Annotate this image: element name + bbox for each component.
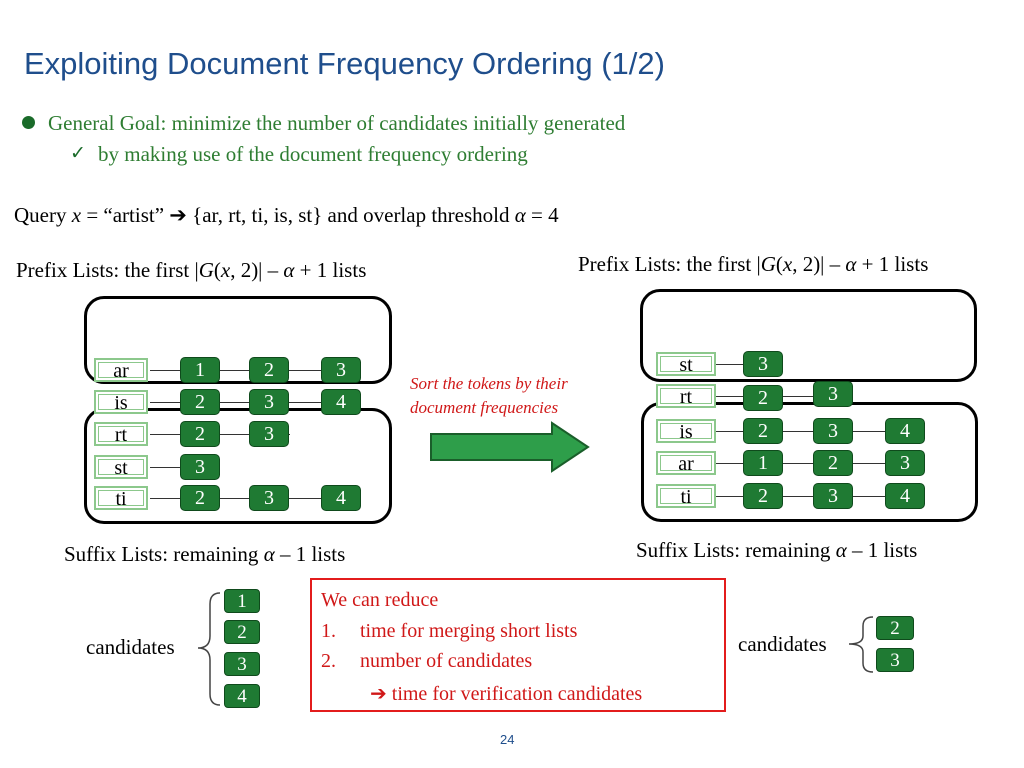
right-list-line [716,496,906,497]
left-suffix-box [84,408,392,524]
prefix-caption-right: Prefix Lists: the first |G(x, 2)| – α + … [578,252,929,276]
doc-id-node: 1 [180,357,220,383]
suffix-caption-left: Suffix Lists: remaining α – 1 lists [64,542,346,566]
token-st: st [94,455,148,479]
candidate-node: 4 [224,684,260,708]
doc-id-node: 2 [743,418,783,444]
reduce-box: We can reduce 1. time for merging short … [310,578,726,712]
doc-id-node: 3 [249,485,289,511]
sort-arrow-icon [430,421,590,473]
doc-id-node: 2 [743,385,783,411]
reduce-item-num: 1. [321,620,336,642]
reduce-item: time for merging short lists [360,620,578,642]
token-ti: ti [94,486,148,510]
doc-id-node: 3 [813,483,853,509]
page-number: 24 [500,732,515,747]
right-suffix-box [641,402,978,522]
doc-id-node: 3 [180,454,220,480]
slide-title: Exploiting Document Frequency Ordering (… [24,46,665,81]
token-rt: rt [94,422,148,446]
checkmark-icon: ✓ [70,143,86,164]
doc-id-node: 2 [249,357,289,383]
left-list-line [150,434,290,435]
doc-id-node: 4 [321,485,361,511]
candidates-label-left: candidates [86,635,175,659]
token-st: st [656,352,716,376]
doc-id-node: 2 [180,389,220,415]
reduce-heading: We can reduce [321,589,439,611]
doc-id-node: 2 [813,450,853,476]
doc-id-node: 3 [249,421,289,447]
prefix-caption-left: Prefix Lists: the first |G(x, 2)| – α + … [16,258,367,282]
sub-bullet-ordering: by making use of the document frequency … [98,142,528,166]
doc-id-node: 4 [885,418,925,444]
right-list-line [716,364,766,365]
suffix-caption-right: Suffix Lists: remaining α – 1 lists [636,538,918,562]
doc-id-node: 1 [743,450,783,476]
doc-id-node: 3 [885,450,925,476]
candidate-node: 1 [224,589,260,613]
doc-id-node: 4 [321,389,361,415]
doc-id-node: 2 [180,421,220,447]
sort-note: Sort the tokens by their document freque… [410,374,568,417]
left-prefix-box [84,296,392,384]
reduce-item-num: 2. [321,650,336,672]
doc-id-node: 3 [813,381,853,407]
token-is: is [656,419,716,443]
bullet-general-goal: General Goal: minimize the number of can… [48,111,626,135]
candidates-label-right: candidates [738,632,827,656]
candidate-node: 3 [224,652,260,676]
right-prefix-box [640,289,977,382]
doc-id-node: 3 [321,357,361,383]
reduce-item: number of candidates [360,650,533,672]
candidate-node: 2 [876,616,914,640]
candidate-node: 2 [224,620,260,644]
doc-id-node: 4 [885,483,925,509]
right-arrow-icon: ➔ [169,203,187,227]
doc-id-node: 3 [743,351,783,377]
doc-id-node: 2 [743,483,783,509]
token-rt: rt [656,384,716,408]
left-brace-icon [197,592,221,706]
right-list-line [716,431,906,432]
token-is: is [94,390,148,414]
doc-id-node: 2 [180,485,220,511]
reduce-arrow-line: ➔ time for verification candidates [370,683,643,705]
right-arrow-icon: ➔ [370,683,387,705]
token-ar: ar [94,358,148,382]
candidate-node: 3 [876,648,914,672]
query-line: Query x = “artist” ➔ {ar, rt, ti, is, st… [14,203,559,227]
token-ar: ar [656,451,716,475]
right-brace-icon [848,616,874,673]
right-list-line [716,463,906,464]
doc-id-node: 3 [249,389,289,415]
token-ti: ti [656,484,716,508]
doc-id-node: 3 [813,418,853,444]
bullet-dot-icon [22,116,35,129]
